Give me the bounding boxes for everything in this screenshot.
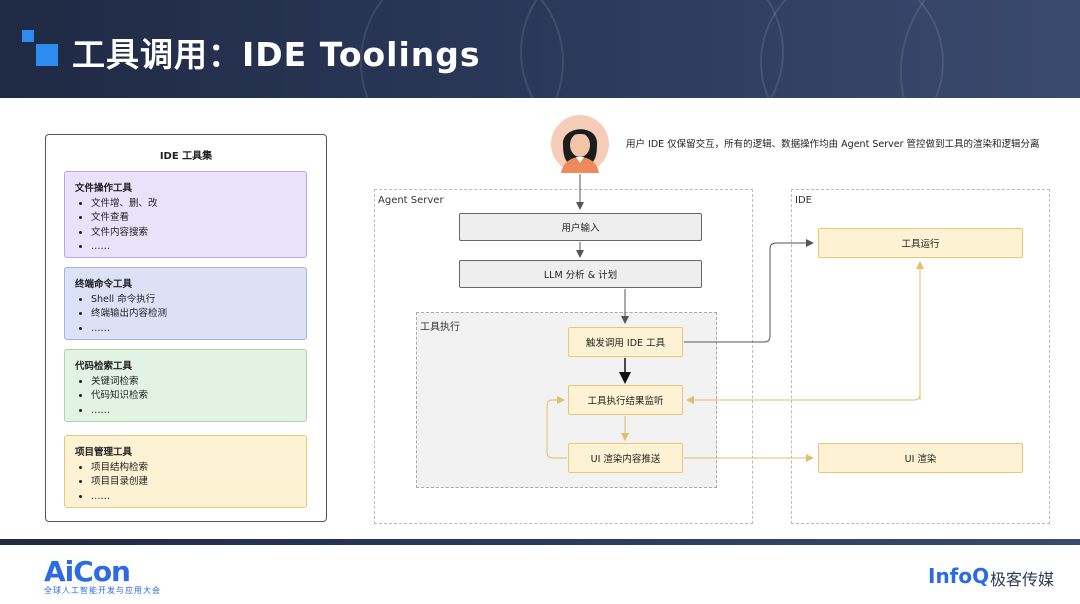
footer-strip	[0, 539, 1080, 545]
tool-item: ……	[91, 240, 296, 254]
tool-item: ……	[91, 404, 296, 418]
tool-group-title: 项目管理工具	[75, 447, 133, 458]
arrow-push-loop-to-monitor	[546, 396, 567, 459]
tool-item: 文件增、删、改	[91, 197, 296, 211]
tool-exec-label: 工具执行	[420, 322, 460, 333]
tool-group: 文件操作工具文件增、删、改文件查看文件内容搜索……	[64, 171, 307, 258]
node-user-input: 用户输入	[459, 213, 702, 241]
node-llm-plan: LLM 分析 & 计划	[459, 260, 702, 288]
tool-group-title: 文件操作工具	[75, 183, 133, 194]
tool-item: ……	[91, 322, 296, 336]
tool-group: 终端命令工具 Shell 命令执行终端输出内容检测……	[64, 267, 307, 340]
tool-group-list: Shell 命令执行终端输出内容检测……	[75, 293, 296, 336]
geek-media-logo: 极客传媒	[990, 570, 1055, 589]
tool-item: 项目目录创建	[91, 475, 296, 489]
tool-item: 关键词检索	[91, 375, 296, 389]
ide-label: IDE	[795, 195, 812, 206]
footer	[0, 545, 1080, 604]
user-avatar-icon	[551, 115, 609, 173]
node-monitor-result: 工具执行结果监听	[568, 385, 683, 415]
arrow-toolrun-to-monitor	[686, 262, 921, 404]
tool-group: 项目管理工具项目结构检索项目目录创建……	[64, 435, 307, 508]
aicon-subtitle: 全球人工智能开发与应用大会	[44, 586, 161, 595]
tool-item: 项目结构检索	[91, 461, 296, 475]
tool-item: 终端输出内容检测	[91, 307, 296, 321]
node-ui-render: UI 渲染	[818, 443, 1023, 473]
title-accent-icon	[22, 30, 58, 66]
tool-item: 代码知识检索	[91, 389, 296, 403]
tool-item: 文件查看	[91, 211, 296, 225]
tool-item: Shell 命令执行	[91, 293, 296, 307]
tool-group-title: 代码检索工具	[75, 361, 133, 372]
agent-server-label: Agent Server	[378, 195, 444, 206]
tool-group-list: 关键词检索代码知识检索……	[75, 375, 296, 418]
header-banner	[0, 0, 1080, 98]
page-title: 工具调用：IDE Toolings	[72, 35, 481, 74]
tool-item: 文件内容搜索	[91, 226, 296, 240]
toolset-title: IDE 工具集	[159, 151, 213, 162]
node-ui-push: UI 渲染内容推送	[568, 443, 683, 473]
tool-group: 代码检索工具关键词检索代码知识检索……	[64, 349, 307, 422]
tool-item: ……	[91, 490, 296, 504]
tool-group-list: 项目结构检索项目目录创建……	[75, 461, 296, 504]
node-tool-run: 工具运行	[818, 228, 1023, 258]
architecture-note: 用户 IDE 仅保留交互，所有的逻辑、数据操作均由 Agent Server 管…	[626, 139, 1040, 150]
aicon-logo: AiCon	[44, 555, 131, 588]
infoq-logo: InfoQ	[928, 564, 990, 588]
arrow-trigger-to-toolrun	[684, 239, 814, 343]
node-trigger-tool: 触发调用 IDE 工具	[568, 327, 683, 357]
tool-group-title: 终端命令工具	[75, 279, 133, 290]
tool-group-list: 文件增、删、改文件查看文件内容搜索……	[75, 197, 296, 255]
